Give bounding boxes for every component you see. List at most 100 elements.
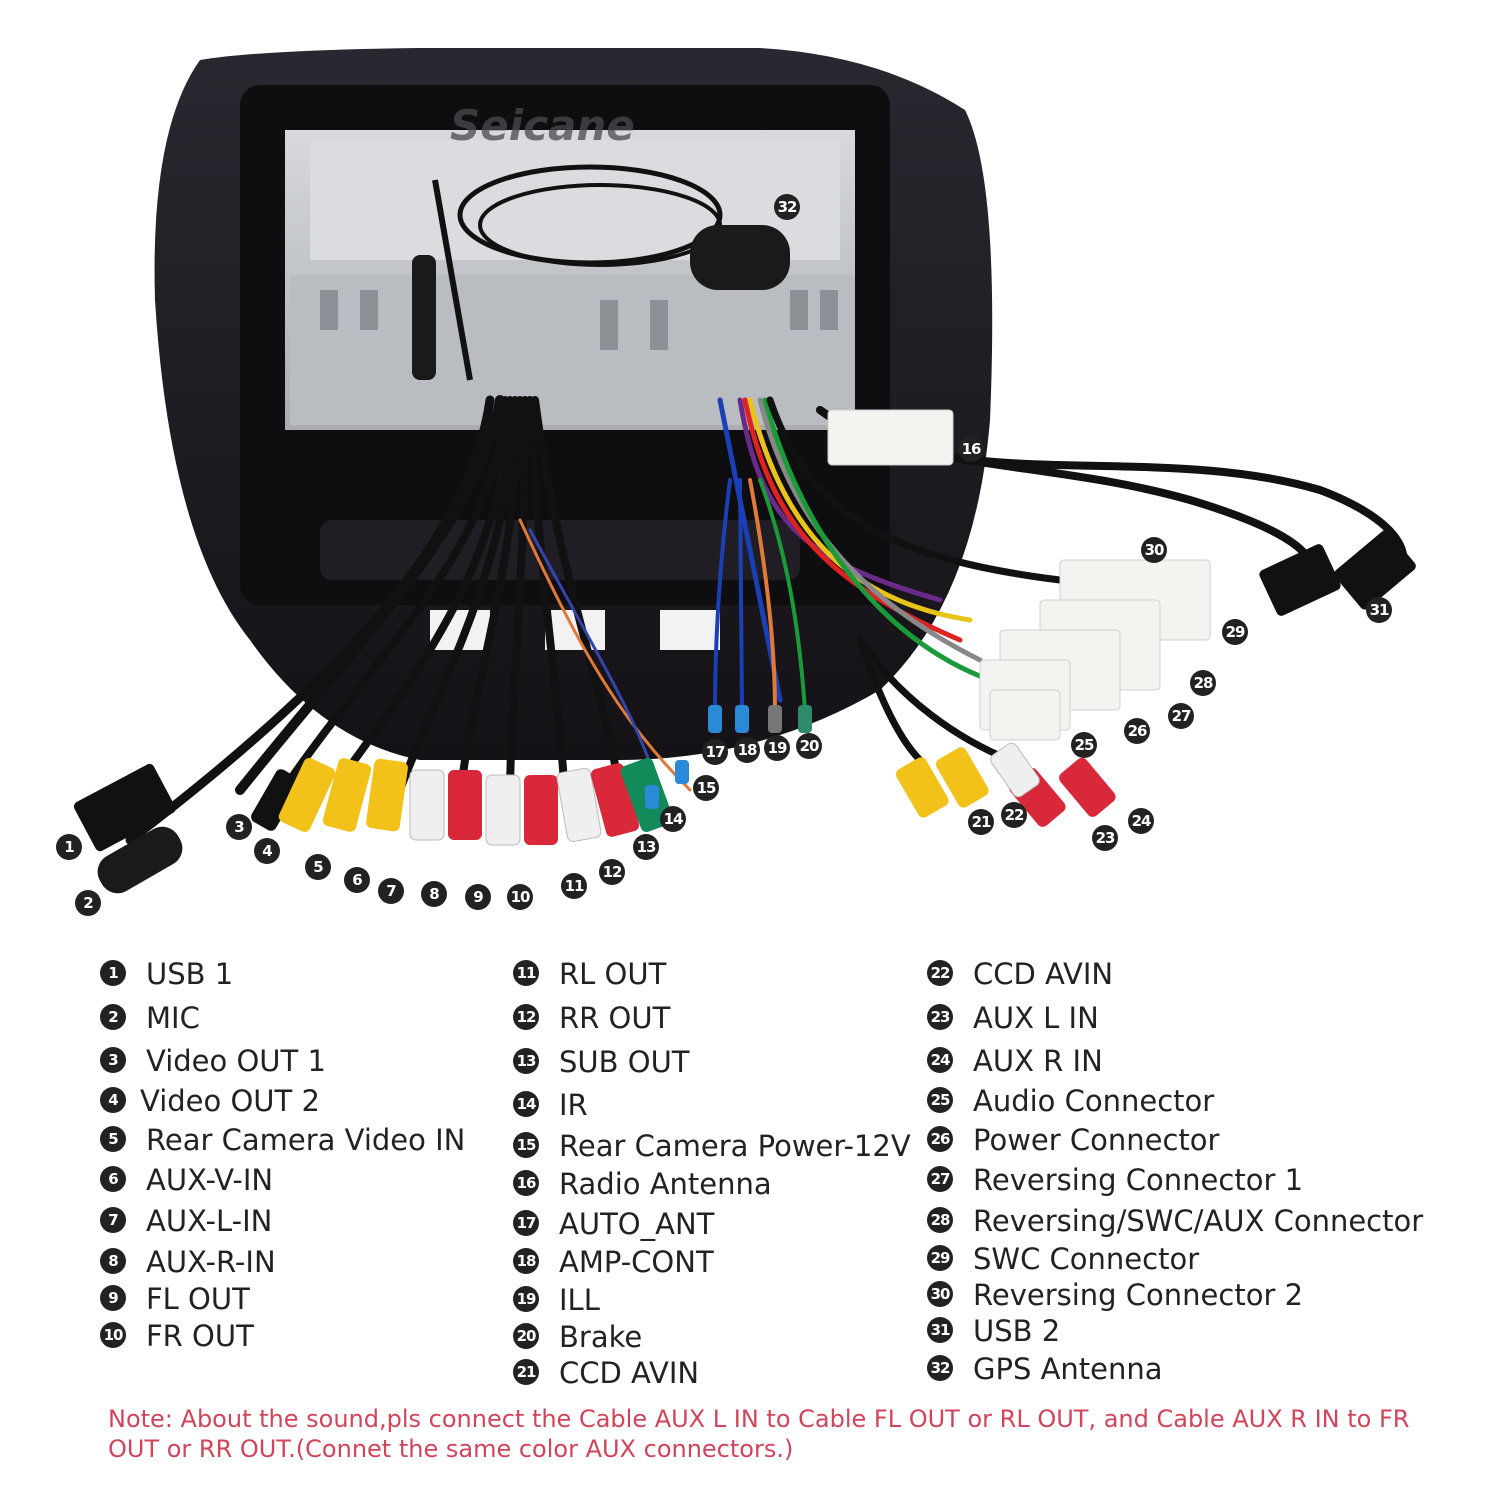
callout-2: 2 xyxy=(75,890,101,916)
unit-wiring-photo: Seicane xyxy=(73,48,1416,894)
legend-label: RR OUT xyxy=(559,1001,671,1035)
callout-12: 12 xyxy=(599,859,625,885)
legend-label: Video OUT 1 xyxy=(146,1044,326,1078)
legend-label: AUTO_ANT xyxy=(559,1207,715,1241)
mic-plug xyxy=(97,826,183,894)
callout-26: 26 xyxy=(1124,718,1150,744)
legend-number: 18 xyxy=(513,1248,539,1274)
radio-antenna-connector xyxy=(827,409,954,466)
callout-1: 1 xyxy=(56,834,82,860)
legend-number: 8 xyxy=(100,1248,126,1274)
legend-number: 1 xyxy=(100,960,126,986)
svg-text:Seicane: Seicane xyxy=(450,101,635,150)
legend-number: 22 xyxy=(927,960,953,986)
legend-number: 30 xyxy=(927,1281,953,1307)
legend-number: 32 xyxy=(927,1355,953,1381)
legend-number: 25 xyxy=(927,1087,953,1113)
wifi-antenna xyxy=(412,255,436,380)
legend-label: AMP-CONT xyxy=(559,1245,714,1279)
legend-number: 4 xyxy=(100,1087,126,1113)
legend-number: 5 xyxy=(100,1126,126,1152)
clip-right xyxy=(660,610,720,650)
legend-number: 11 xyxy=(513,960,539,986)
legend-label: RL OUT xyxy=(559,957,667,991)
legend-label: SUB OUT xyxy=(559,1045,690,1079)
legend-number: 20 xyxy=(513,1323,539,1349)
callout-21: 21 xyxy=(968,809,994,835)
legend-label: Power Connector xyxy=(973,1123,1220,1157)
legend-label: FL OUT xyxy=(146,1282,250,1316)
legend-label: IR xyxy=(559,1088,588,1122)
audio-connector xyxy=(989,689,1061,741)
callout-9: 9 xyxy=(465,884,491,910)
callout-11: 11 xyxy=(561,873,587,899)
legend-number: 3 xyxy=(100,1047,126,1073)
legend-number: 16 xyxy=(513,1170,539,1196)
legend-label: CCD AVIN xyxy=(973,957,1114,991)
legend-number: 29 xyxy=(927,1245,953,1271)
callout-19: 19 xyxy=(764,735,790,761)
legend-label: USB 1 xyxy=(146,957,234,991)
callout-6: 6 xyxy=(344,867,370,893)
callout-17: 17 xyxy=(702,739,728,765)
callout-22: 22 xyxy=(1001,802,1027,828)
legend-number: 9 xyxy=(100,1285,126,1311)
callout-32: 32 xyxy=(774,194,800,220)
usb1-plug xyxy=(73,763,176,852)
callout-5: 5 xyxy=(305,854,331,880)
legend-number: 28 xyxy=(927,1207,953,1233)
legend-label: AUX L IN xyxy=(973,1001,1099,1035)
callout-24: 24 xyxy=(1128,808,1154,834)
callout-8: 8 xyxy=(421,881,447,907)
legend-number: 14 xyxy=(513,1091,539,1117)
legend-number: 6 xyxy=(100,1166,126,1192)
legend-number: 21 xyxy=(513,1359,539,1385)
callout-29: 29 xyxy=(1222,619,1248,645)
legend-label: FR OUT xyxy=(146,1319,254,1353)
legend-label: Reversing Connector 2 xyxy=(973,1278,1304,1312)
rca-plugs-right xyxy=(895,742,1116,827)
legend-label: AUX-L-IN xyxy=(146,1204,273,1238)
legend-label: Audio Connector xyxy=(973,1084,1215,1118)
legend-label: SWC Connector xyxy=(973,1242,1200,1276)
legend-label: USB 2 xyxy=(973,1314,1061,1348)
legend-label: Reversing Connector 1 xyxy=(973,1163,1304,1197)
callout-15: 15 xyxy=(693,775,719,801)
callout-20: 20 xyxy=(796,733,822,759)
legend-number: 10 xyxy=(100,1322,126,1348)
legend-label: CCD AVIN xyxy=(559,1356,700,1390)
legend-label: AUX R IN xyxy=(973,1044,1103,1078)
gps-antenna-puck xyxy=(690,225,790,290)
legend-label: Video OUT 2 xyxy=(140,1084,320,1118)
legend-label: Radio Antenna xyxy=(559,1167,772,1201)
legend-number: 15 xyxy=(513,1132,539,1158)
callout-25: 25 xyxy=(1071,732,1097,758)
legend-label: MIC xyxy=(146,1001,200,1035)
legend-number: 19 xyxy=(513,1286,539,1312)
wiring-note: Note: About the sound,pls connect the Ca… xyxy=(108,1405,1410,1463)
legend-number: 7 xyxy=(100,1207,126,1233)
callout-30: 30 xyxy=(1141,537,1167,563)
legend-number: 31 xyxy=(927,1317,953,1343)
callout-10: 10 xyxy=(507,884,533,910)
usb2-plug-a xyxy=(1259,544,1341,616)
legend-label: Reversing/SWC/AUX Connector xyxy=(973,1204,1424,1238)
legend-label: ILL xyxy=(559,1283,600,1317)
callout-4: 4 xyxy=(254,838,280,864)
callout-7: 7 xyxy=(378,878,404,904)
legend-number: 12 xyxy=(513,1004,539,1030)
legend-number: 24 xyxy=(927,1047,953,1073)
callout-28: 28 xyxy=(1190,670,1216,696)
legend-label: Rear Camera Power-12V xyxy=(559,1129,911,1163)
legend-label: GPS Antenna xyxy=(973,1352,1163,1386)
legend-number: 2 xyxy=(100,1004,126,1030)
callout-23: 23 xyxy=(1092,825,1118,851)
callout-16: 16 xyxy=(958,436,984,462)
callout-31: 31 xyxy=(1366,597,1392,623)
legend-label: Rear Camera Video IN xyxy=(146,1123,466,1157)
legend-label: AUX-R-IN xyxy=(146,1245,276,1279)
callout-18: 18 xyxy=(734,737,760,763)
legend-number: 23 xyxy=(927,1004,953,1030)
legend-number: 26 xyxy=(927,1126,953,1152)
legend-number: 27 xyxy=(927,1166,953,1192)
